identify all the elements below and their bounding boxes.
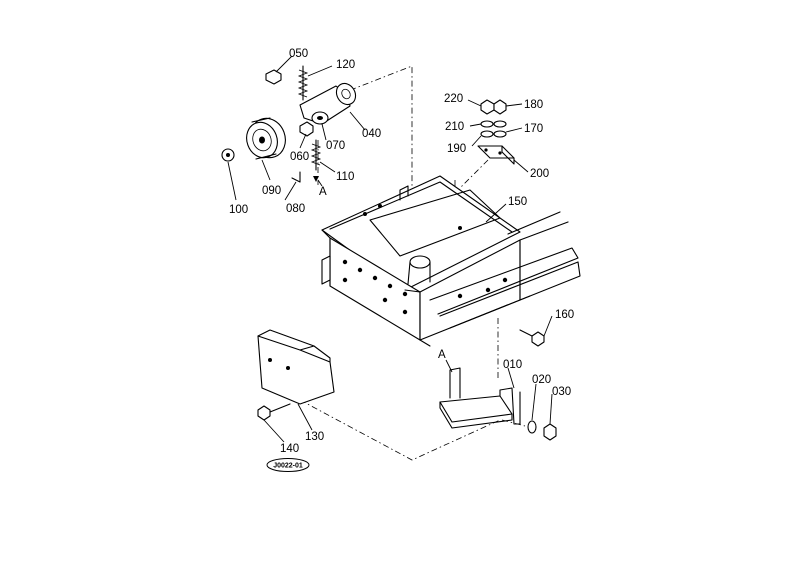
label-190: 190 bbox=[447, 143, 466, 155]
label-120: 120 bbox=[336, 59, 355, 71]
label-200: 200 bbox=[530, 168, 549, 180]
label-100: 100 bbox=[229, 204, 248, 216]
label-080: 080 bbox=[286, 203, 305, 215]
label-220: 220 bbox=[444, 93, 463, 105]
main-frame bbox=[321, 175, 581, 347]
leader-lines bbox=[227, 55, 553, 443]
frame-holes bbox=[342, 204, 508, 315]
label-110: 110 bbox=[336, 171, 354, 183]
label-030: 030 bbox=[552, 386, 571, 398]
label-090: 090 bbox=[262, 185, 281, 197]
part-labels: 050 120 040 070 060 110 090 080 100 220 … bbox=[229, 48, 574, 455]
label-060: 060 bbox=[290, 151, 309, 163]
label-050: 050 bbox=[289, 48, 308, 60]
tension-pulley-assembly bbox=[221, 65, 357, 183]
label-010: 010 bbox=[503, 359, 522, 371]
label-170: 170 bbox=[524, 123, 543, 135]
label-070: 070 bbox=[326, 140, 345, 152]
label-020: 020 bbox=[532, 374, 551, 386]
reference-marker-a-lower: A bbox=[438, 349, 446, 361]
cover-plate bbox=[257, 329, 335, 421]
drawing-code-badge: J0022-01 bbox=[266, 458, 310, 472]
lower-bracket bbox=[439, 367, 557, 441]
label-040: 040 bbox=[362, 128, 381, 140]
label-180: 180 bbox=[524, 99, 543, 111]
label-130: 130 bbox=[305, 431, 324, 443]
label-140: 140 bbox=[280, 443, 299, 455]
clamp-hardware bbox=[477, 99, 515, 165]
label-150: 150 bbox=[508, 196, 527, 208]
drawing-code: J0022-01 bbox=[273, 463, 303, 470]
reference-marker-a-upper: A bbox=[319, 186, 327, 198]
label-160: 160 bbox=[555, 309, 574, 321]
label-210: 210 bbox=[445, 121, 464, 133]
